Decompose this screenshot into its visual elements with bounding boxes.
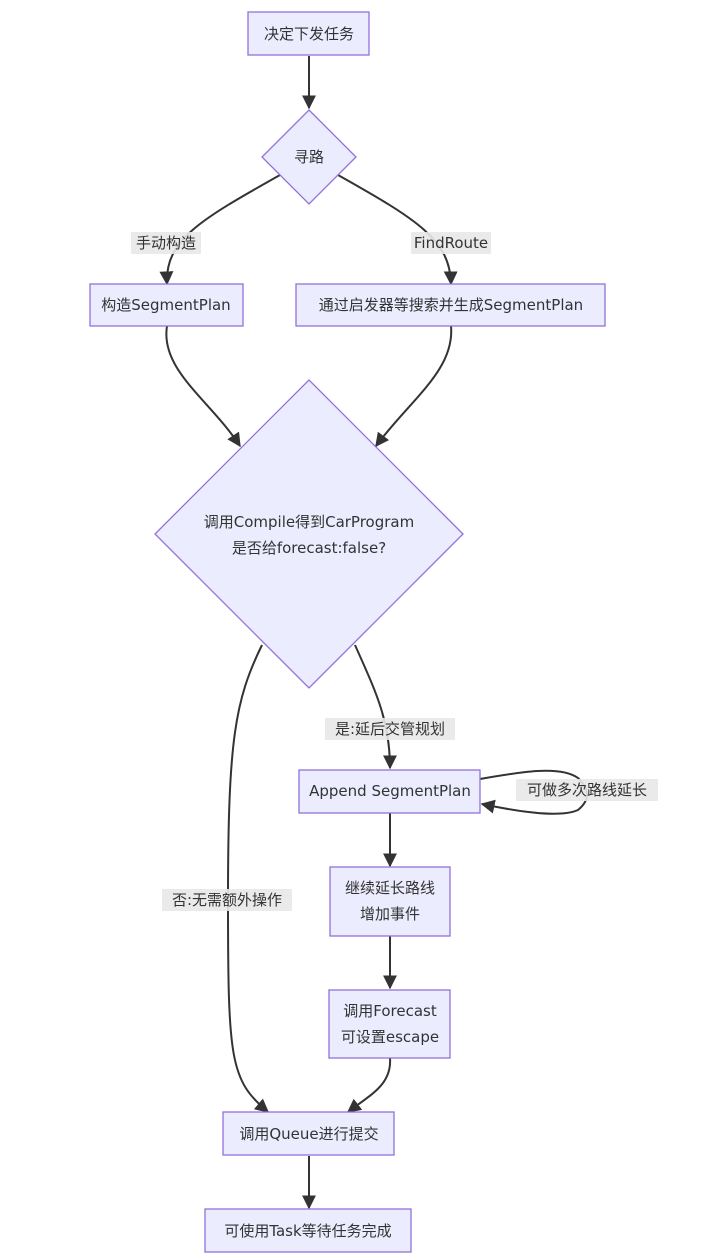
node-extend-route-line2: 增加事件 — [360, 905, 420, 923]
edge-label-findroute-text: FindRoute — [414, 234, 488, 252]
node-extend-route-line1: 继续延长路线 — [345, 879, 435, 897]
edge-label-yes-text: 是:延后交管规划 — [335, 720, 445, 738]
node-decide-task: 决定下发任务 — [247, 11, 370, 56]
edge-label-no-text: 否:无需额外操作 — [172, 891, 282, 909]
node-wait-task: 可使用Task等待任务完成 — [204, 1208, 412, 1253]
node-wait-task-label: 可使用Task等待任务完成 — [224, 1222, 391, 1240]
edge-search-compile — [375, 325, 453, 448]
node-search-segmentplan: 通过启发器等搜索并生成SegmentPlan — [295, 283, 606, 327]
node-route-decision-label: 寻路 — [294, 148, 324, 166]
edge-label-loop-text: 可做多次路线延长 — [527, 781, 647, 799]
edge-label-loop: 可做多次路线延长 — [516, 779, 658, 801]
edge-label-manual: 手动构造 — [131, 232, 201, 254]
edge-label-yes: 是:延后交管规划 — [325, 718, 455, 740]
node-call-forecast: 调用Forecast 可设置escape — [328, 989, 451, 1059]
edge-route-search — [337, 174, 458, 286]
node-compile-decision: 调用Compile得到CarProgram 是否给forecast:false? — [154, 379, 464, 689]
node-append-segmentplan-label: Append SegmentPlan — [309, 782, 471, 800]
edge-label-no: 否:无需额外操作 — [162, 889, 292, 911]
edge-route-build — [159, 174, 281, 286]
node-search-segmentplan-label: 通过启发器等搜索并生成SegmentPlan — [319, 296, 583, 314]
edge-compile-queue — [226, 644, 270, 1113]
edge-forecast-queue — [346, 1057, 392, 1113]
node-append-segmentplan: Append SegmentPlan — [298, 769, 481, 814]
node-decide-task-label: 决定下发任务 — [264, 25, 354, 43]
node-route-decision: 寻路 — [261, 109, 357, 205]
node-extend-route: 继续延长路线 增加事件 — [329, 866, 451, 937]
node-call-forecast-line2: 可设置escape — [341, 1028, 439, 1046]
edge-label-manual-text: 手动构造 — [136, 234, 196, 252]
node-call-queue: 调用Queue进行提交 — [222, 1111, 395, 1156]
node-compile-decision-line2: 是否给forecast:false? — [232, 539, 386, 557]
node-call-forecast-line1: 调用Forecast — [343, 1002, 437, 1020]
node-build-segmentplan-label: 构造SegmentPlan — [101, 296, 230, 314]
edge-compile-append — [354, 644, 397, 770]
edge-label-findroute: FindRoute — [411, 232, 491, 254]
node-compile-decision-line1: 调用Compile得到CarProgram — [204, 513, 414, 531]
node-build-segmentplan: 构造SegmentPlan — [89, 283, 244, 327]
edge-build-compile — [165, 325, 241, 448]
node-call-queue-label: 调用Queue进行提交 — [239, 1125, 378, 1143]
